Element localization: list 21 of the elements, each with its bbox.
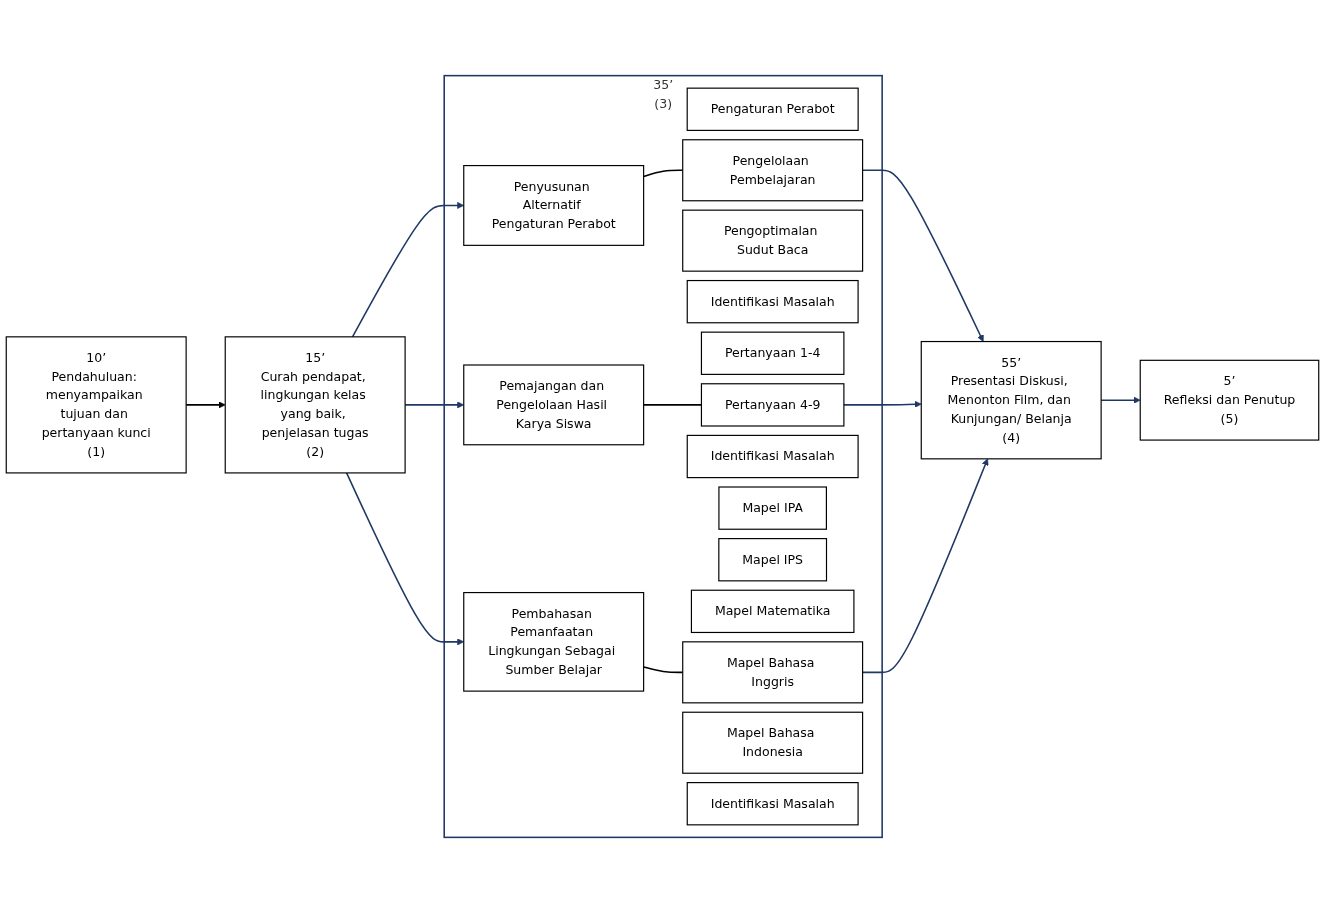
node-box: Mapel Matematika [690,589,855,634]
node-box: Identifikasi Masalah [686,434,859,479]
node-box: Mapel IPA [718,486,827,530]
node-box: Pertanyaan 4-9 [700,383,845,427]
node-box: 15’ Curah pendapat, lingkungan kelas yang baik, penjelasan tugas (2) [224,336,406,474]
node-box: Mapel Bahasa Indonesia [682,711,864,774]
node-box: Pengaturan Perabot [686,87,859,131]
node-box: 5’ Refleksi dan Penutup (5) [1139,359,1320,441]
arrow [843,400,922,408]
node-box: Pengelolaan Pembelajaran [682,139,864,202]
node-box: Mapel IPS [718,538,828,582]
node-box: Pemajangan dan Pengelolaan Hasil Karya Siswa [463,364,645,446]
node-box: 55’ Presentasi Diskusi, Menonton Film, dan Kunjungan/ Belanja (4) [920,340,1102,460]
node-box: Identifikasi Masalah [686,782,859,826]
node-box: Pengoptimalan Sudut Baca [682,209,864,272]
node-box: 10’ Pendahuluan: menyampaikan tujuan dan pertanyaan kunci (1) [5,336,187,474]
node-box: Identifikasi Masalah [686,279,859,324]
node-box: Pertanyaan 1-4 [700,331,845,375]
node-box: Pembahasan Pemanfaatan Lingkungan Sebagai Sumber Belajar [463,592,645,692]
node-box: Penyusunan Alternatif Pengaturan Perabot [463,165,645,246]
node-box: Mapel Bahasa Inggris [682,641,864,704]
